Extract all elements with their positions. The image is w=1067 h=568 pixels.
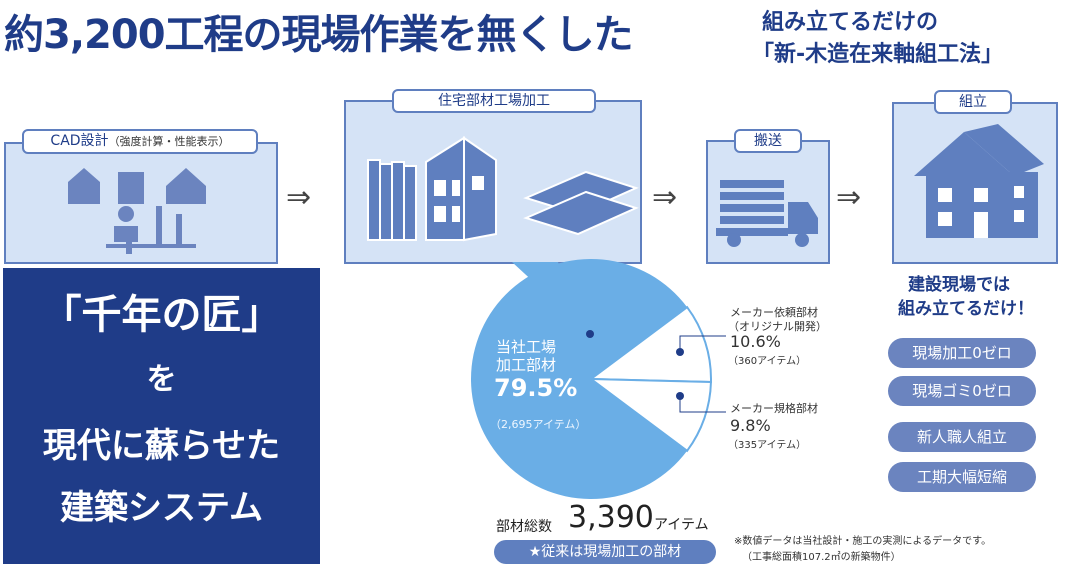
total-label: 部材総数 (496, 519, 552, 535)
pill-item: 工期大幅短縮 (888, 462, 1036, 492)
cad-tab: CAD設計（強度計算・性能表示） (22, 129, 258, 154)
house-icon (914, 124, 1044, 238)
slice-main-value: 79.5% (494, 374, 578, 402)
arrow-icon: ⇒ (652, 180, 678, 215)
cad-illustration-icon (68, 168, 206, 254)
callout-leader-line (679, 335, 726, 352)
total-value: 3,390 (568, 500, 654, 535)
sub-title-line1: 組み立てるだけの (762, 10, 939, 35)
callout-dot (676, 392, 684, 400)
pill-item: 現場加工0ゼロ (888, 338, 1036, 368)
transport-panel (706, 140, 830, 264)
callout-dot (586, 330, 594, 338)
footnote-1: ※数値データは当社設計・施工の実測によるデータです。 (734, 536, 992, 547)
assembly-line1: 建設現場では (908, 275, 1010, 295)
footnote-2: （工事総面積107.2㎡の新築物件） (742, 552, 901, 563)
slice-main-items: （2,695アイテム） (490, 418, 587, 431)
main-title: 約3,200工程の現場作業を無くした (4, 12, 634, 58)
slice-main-label2: 加工部材 (496, 356, 557, 374)
slice-2-value: 10.6% (730, 332, 781, 351)
pill-item: 現場ゴミ0ゼロ (888, 376, 1036, 406)
slice-3-items: （335アイテム） (728, 440, 807, 451)
slice-2-label2: （オリジナル開発） (728, 320, 827, 333)
slice-2-label1: メーカー依頼部材 (730, 306, 818, 319)
slice-3-label1: メーカー規格部材 (730, 402, 818, 415)
factory-panel (344, 100, 642, 264)
slogan-line4: 建築システム (60, 488, 263, 528)
factory-tab: 住宅部材工場加工 (392, 89, 596, 113)
assembly-line2: 組み立てるだけ！ (898, 299, 1034, 319)
slogan-line1: 「千年の匠」 (41, 292, 282, 338)
assembly-tab: 組立 (934, 90, 1012, 114)
slogan-box: 「千年の匠」 を 現代に蘇らせた 建築システム (3, 268, 320, 564)
transport-tab: 搬送 (734, 129, 802, 153)
pill-item: 新人職人組立 (888, 422, 1036, 452)
callout-leader-line (679, 396, 726, 413)
sub-title-line2: 「新-木造在来軸組工法」 (752, 42, 1004, 67)
cad-note: （強度計算・性能表示） (108, 135, 230, 148)
cad-label: CAD設計 (50, 133, 109, 149)
factory-parts-icon (367, 136, 639, 242)
slogan-line2: を (146, 362, 177, 397)
pie-callout-pointer (512, 262, 590, 334)
assembly-panel (892, 102, 1058, 264)
slice-main-label1: 当社工場 (496, 338, 557, 356)
slogan-line3: 現代に蘇らせた (42, 426, 281, 466)
total-unit: アイテム (654, 517, 709, 533)
pie-slice (587, 377, 712, 453)
slice-3-value: 9.8% (730, 416, 771, 435)
arrow-icon: ⇒ (836, 180, 862, 215)
pie-slice (588, 305, 712, 384)
cad-panel (4, 142, 278, 264)
truck-icon (716, 180, 818, 247)
slice-2-items: （360アイテム） (728, 356, 807, 367)
badge: ★従来は現場加工の部材 (494, 540, 716, 564)
arrow-icon: ⇒ (286, 180, 312, 215)
callout-dot (676, 348, 684, 356)
